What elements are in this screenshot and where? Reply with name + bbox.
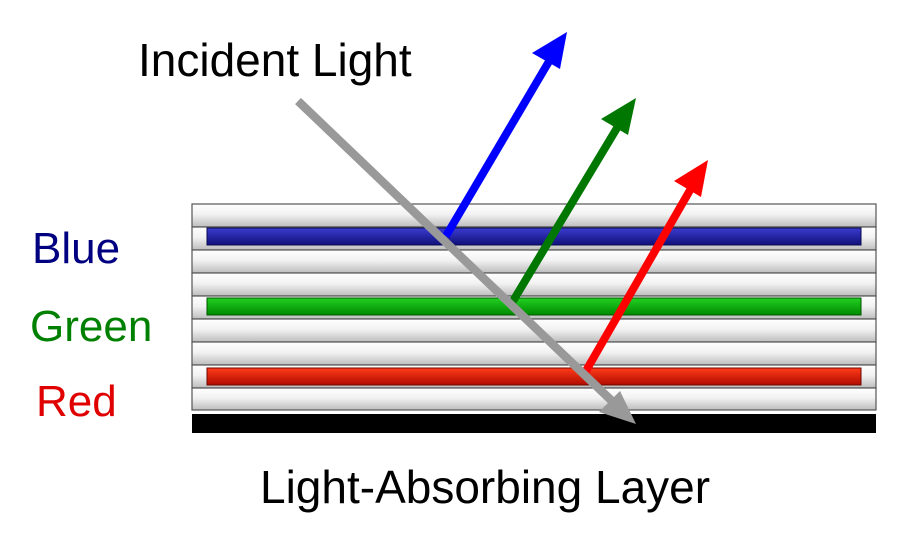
- layer-stack: [191, 203, 877, 411]
- blue-layer-label: Blue: [32, 224, 120, 273]
- light-absorbing-layer: [192, 414, 876, 433]
- plate: [191, 203, 877, 228]
- red-reflection-arrow: [579, 160, 708, 378]
- blue-band: [206, 227, 862, 246]
- plate: [191, 341, 877, 366]
- green-layer-label: Green: [30, 302, 152, 351]
- red-band: [206, 367, 862, 386]
- green-reflection-arrow: [506, 98, 636, 309]
- plate: [191, 387, 877, 411]
- incident-light-label: Incident Light: [138, 34, 412, 86]
- plate: [191, 272, 877, 297]
- green-band: [206, 297, 862, 316]
- incident-light-arrow: [295, 97, 636, 424]
- light-absorbing-layer-label: Light-Absorbing Layer: [260, 461, 710, 513]
- blue-reflection-arrow: [442, 32, 567, 239]
- red-layer-label: Red: [36, 377, 117, 426]
